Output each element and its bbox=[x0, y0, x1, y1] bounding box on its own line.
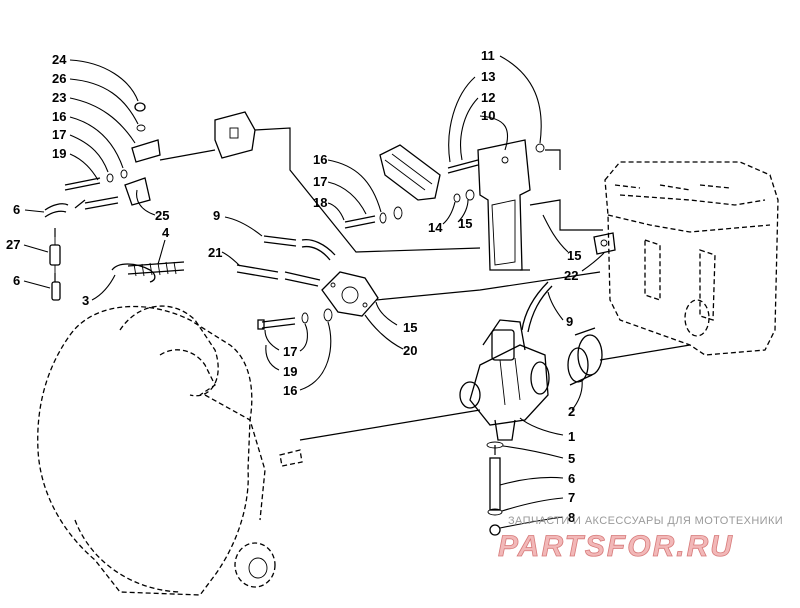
callout-6: 6 bbox=[13, 202, 20, 217]
spring-and-clip bbox=[111, 261, 185, 283]
callout-23: 23 bbox=[52, 90, 66, 105]
callout-16: 16 bbox=[283, 383, 297, 398]
callout-3: 3 bbox=[82, 293, 89, 308]
watermark-caption: ЗАПЧАСТИ И АКСЕССУАРЫ ДЛЯ МОТОТЕХНИКИ bbox=[508, 515, 783, 527]
fuel-lines bbox=[236, 235, 336, 287]
callout-6: 6 bbox=[13, 273, 20, 288]
callout-17: 17 bbox=[52, 127, 66, 142]
oil-tank bbox=[604, 161, 779, 356]
fuel-filter bbox=[44, 203, 69, 301]
callout-7: 7 bbox=[568, 490, 575, 505]
callout-27: 27 bbox=[6, 237, 20, 252]
callout-15: 15 bbox=[403, 320, 417, 335]
callout-16: 16 bbox=[313, 152, 327, 167]
carburetor bbox=[459, 319, 550, 441]
pump-hardware bbox=[257, 308, 333, 330]
callout-13: 13 bbox=[481, 69, 495, 84]
callout-10: 10 bbox=[481, 108, 495, 123]
callout-15: 15 bbox=[567, 248, 581, 263]
callout-21: 21 bbox=[208, 245, 222, 260]
callout-14: 14 bbox=[428, 220, 443, 235]
callout-16: 16 bbox=[52, 109, 66, 124]
callout-11: 11 bbox=[481, 48, 495, 63]
callout-labels: 24 26 23 16 17 19 6 27 6 25 4 3 9 21 16 … bbox=[6, 48, 581, 525]
watermark: ЗАПЧАСТИ И АКСЕССУАРЫ ДЛЯ МОТОТЕХНИКИ PA… bbox=[498, 515, 783, 563]
callout-12: 12 bbox=[481, 90, 495, 105]
callout-5: 5 bbox=[568, 451, 575, 466]
drain-hose-stack bbox=[486, 441, 504, 536]
assembly-axes bbox=[54, 127, 691, 455]
callout-17: 17 bbox=[313, 174, 327, 189]
fuel-pump bbox=[321, 271, 379, 317]
callout-25: 25 bbox=[155, 208, 169, 223]
callout-19: 19 bbox=[283, 364, 297, 379]
callout-17: 17 bbox=[283, 344, 297, 359]
callout-20: 20 bbox=[403, 343, 417, 358]
callout-18: 18 bbox=[313, 195, 327, 210]
callout-24: 24 bbox=[52, 52, 67, 67]
engine-block bbox=[37, 305, 303, 596]
callout-19: 19 bbox=[52, 146, 66, 161]
callout-22: 22 bbox=[564, 268, 578, 283]
intake-boot bbox=[567, 327, 603, 386]
watermark-logo: PARTSFOR.RU bbox=[498, 530, 734, 563]
throttle-lever bbox=[344, 144, 475, 229]
callout-26: 26 bbox=[52, 71, 66, 86]
callout-15: 15 bbox=[458, 216, 472, 231]
choke-bracket bbox=[64, 102, 161, 210]
callout-2: 2 bbox=[568, 404, 575, 419]
callout-9: 9 bbox=[213, 208, 220, 223]
cable-junction-block bbox=[214, 111, 256, 159]
leader-lines bbox=[23, 55, 605, 529]
vent-hose bbox=[521, 281, 553, 333]
callout-6: 6 bbox=[568, 471, 575, 486]
callout-8: 8 bbox=[568, 510, 575, 525]
callout-1: 1 bbox=[568, 429, 575, 444]
callout-4: 4 bbox=[162, 225, 170, 240]
grommet bbox=[593, 232, 616, 255]
callout-9: 9 bbox=[566, 314, 573, 329]
